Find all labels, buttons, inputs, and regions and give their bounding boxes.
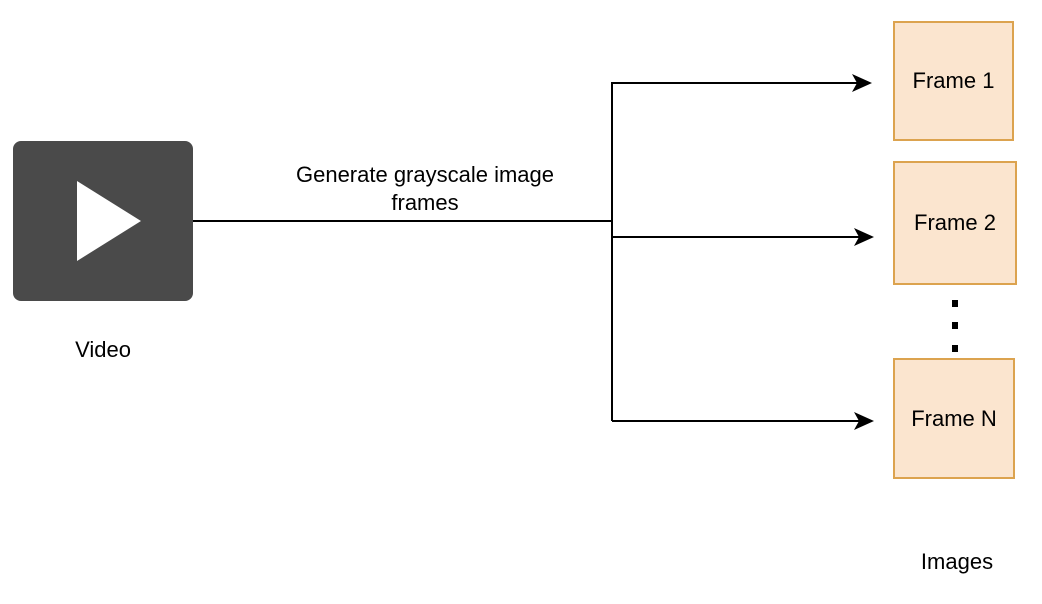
ellipsis-dot bbox=[952, 345, 958, 352]
arrowhead-frame-2 bbox=[854, 228, 874, 246]
frame-n-label: Frame N bbox=[911, 405, 997, 431]
ellipsis-dot bbox=[952, 322, 958, 329]
frame-1-node: Frame 1 bbox=[893, 21, 1014, 141]
images-label: Images bbox=[920, 549, 994, 574]
frame-1-label: Frame 1 bbox=[912, 68, 995, 93]
video-node bbox=[13, 141, 193, 301]
play-icon bbox=[77, 181, 141, 261]
arrowhead-frame-1 bbox=[852, 74, 872, 92]
arrowhead-frame-n bbox=[854, 412, 874, 430]
frame-2-label: Frame 2 bbox=[914, 210, 996, 235]
edge-label: Generate grayscale image frames bbox=[295, 162, 555, 215]
ellipsis-dot bbox=[952, 300, 958, 307]
frame-2-node: Frame 2 bbox=[893, 161, 1017, 285]
frame-n-node: Frame N bbox=[893, 358, 1015, 479]
video-label: Video bbox=[75, 337, 131, 362]
